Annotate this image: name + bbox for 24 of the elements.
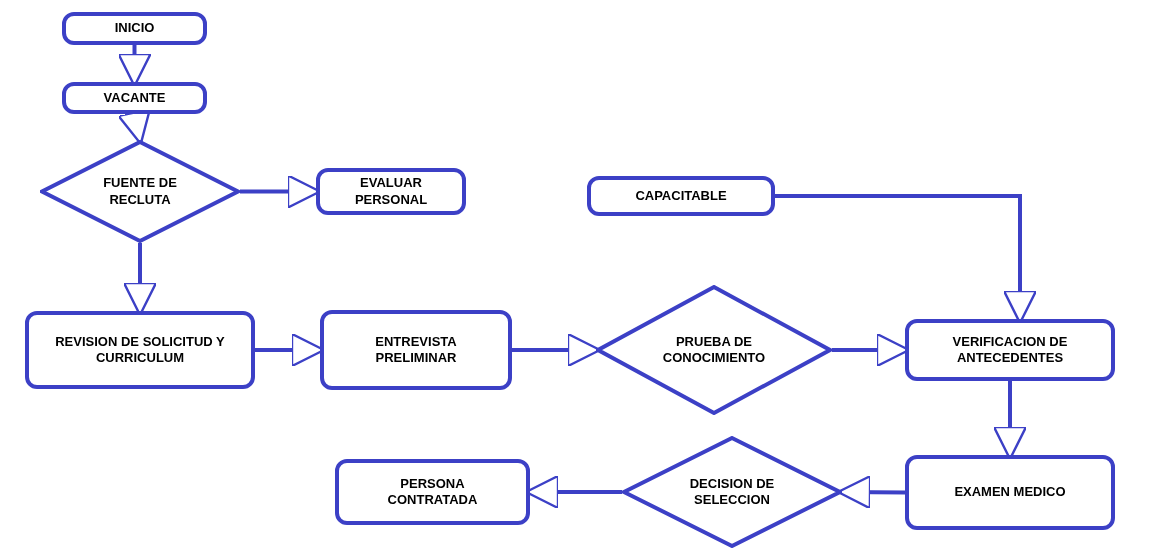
node-label: EXAMEN MEDICO <box>954 484 1066 501</box>
node-label: EVALUAR PERSONAL <box>353 175 429 208</box>
node-label: REVISION DE SOLICITUD Y CURRICULUM <box>54 333 226 367</box>
process-box <box>335 459 530 525</box>
process-box <box>25 311 255 389</box>
process-box <box>62 12 207 45</box>
node-label: VACANTE <box>103 89 166 107</box>
process-box <box>905 319 1115 381</box>
process-box <box>316 168 466 215</box>
node-label: PERSONA CONTRATADA <box>386 475 479 509</box>
process-box <box>62 82 207 114</box>
process-box <box>587 176 775 216</box>
node-label: PRUEBA DE CONOCIMIENTO <box>661 333 767 367</box>
decision-diamond <box>40 140 240 243</box>
node-label: ENTREVISTA PRELIMINAR <box>374 333 458 367</box>
decision-diamond <box>596 285 832 415</box>
process-box <box>320 310 512 390</box>
decision-diamond <box>622 436 842 548</box>
node-label: DECISION DE SELECCION <box>688 475 776 509</box>
node-label: INICIO <box>114 20 155 37</box>
process-box <box>905 455 1115 530</box>
node-label: CAPACITABLE <box>635 187 727 205</box>
node-label: VERIFICACION DE ANTECEDENTES <box>951 333 1069 367</box>
node-label: FUENTE DE RECLUTA <box>102 175 178 208</box>
